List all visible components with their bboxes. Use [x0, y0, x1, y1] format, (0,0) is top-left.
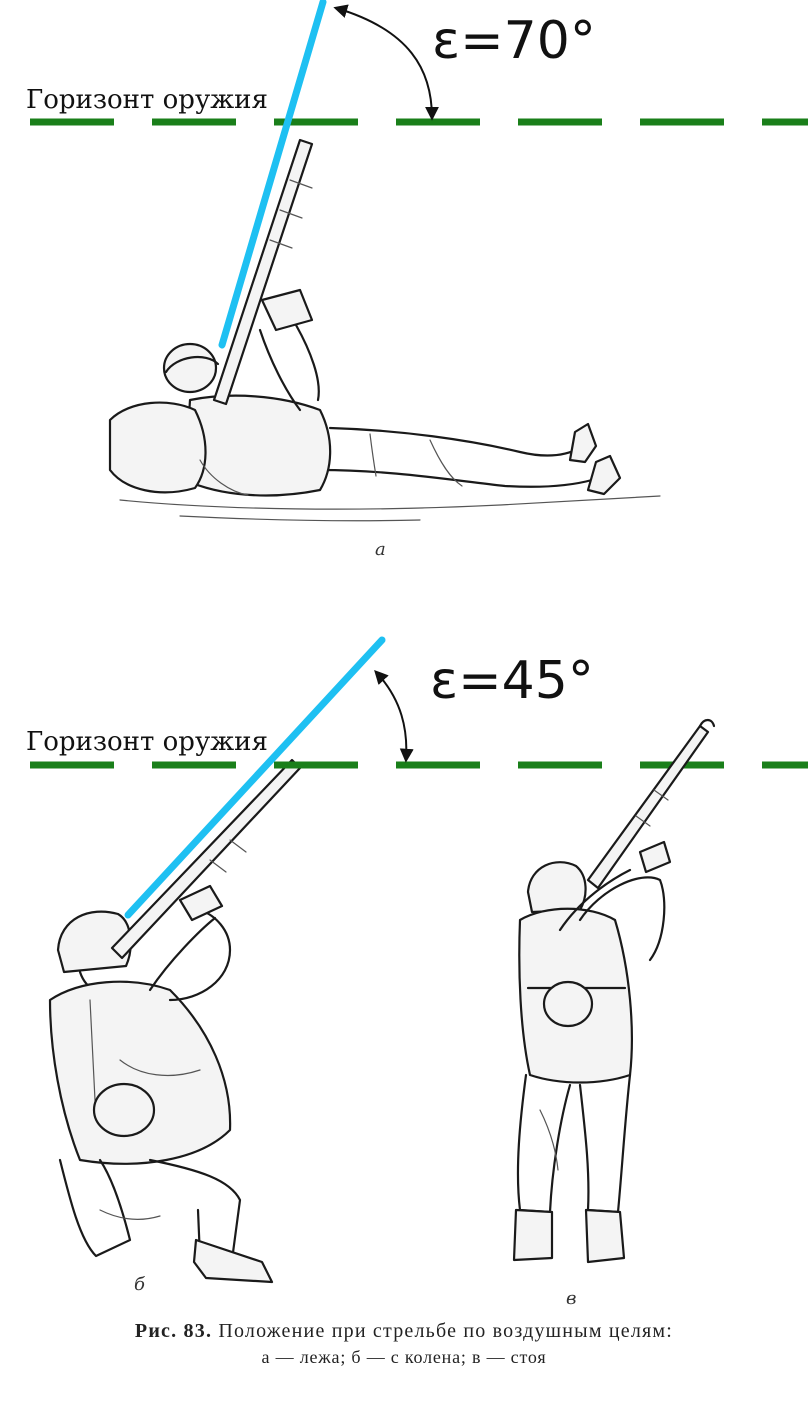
- angle-label-a: ε=70°: [432, 11, 596, 71]
- caption-title: Положение при стрельбе по воздушным целя…: [218, 1320, 674, 1342]
- caption-line-1: Рис. 83. Положение при стрельбе по возду…: [0, 1318, 808, 1345]
- soldier-kneeling-illustration: [48, 758, 302, 1284]
- horizon-label-a: Горизонт оружия: [26, 85, 268, 115]
- sublabel-b: б: [134, 1274, 146, 1295]
- panel-b: Горизонт оружия ε=45° б: [26, 636, 808, 1295]
- caption-legend: а — лежа; б — с колена; в — стоя: [261, 1347, 547, 1367]
- soldier-standing-illustration: [512, 718, 716, 1264]
- horizon-label-b: Горизонт оружия: [26, 727, 268, 757]
- soldier-lying-illustration: [108, 138, 661, 522]
- angle-arrow-b: [374, 669, 414, 763]
- panel-v: в: [512, 718, 716, 1309]
- figure-caption: Рис. 83. Положение при стрельбе по возду…: [0, 1318, 808, 1369]
- panel-a: Горизонт оружия ε=70° а: [26, 0, 808, 560]
- caption-figure-number: Рис. 83.: [134, 1320, 213, 1342]
- sublabel-v: в: [566, 1288, 576, 1309]
- angle-label-b: ε=45°: [430, 651, 594, 711]
- sight-line-a: [218, 0, 327, 349]
- sublabel-a: а: [375, 539, 386, 560]
- sight-line-b: [124, 636, 386, 919]
- angle-arrow-a: [333, 4, 439, 121]
